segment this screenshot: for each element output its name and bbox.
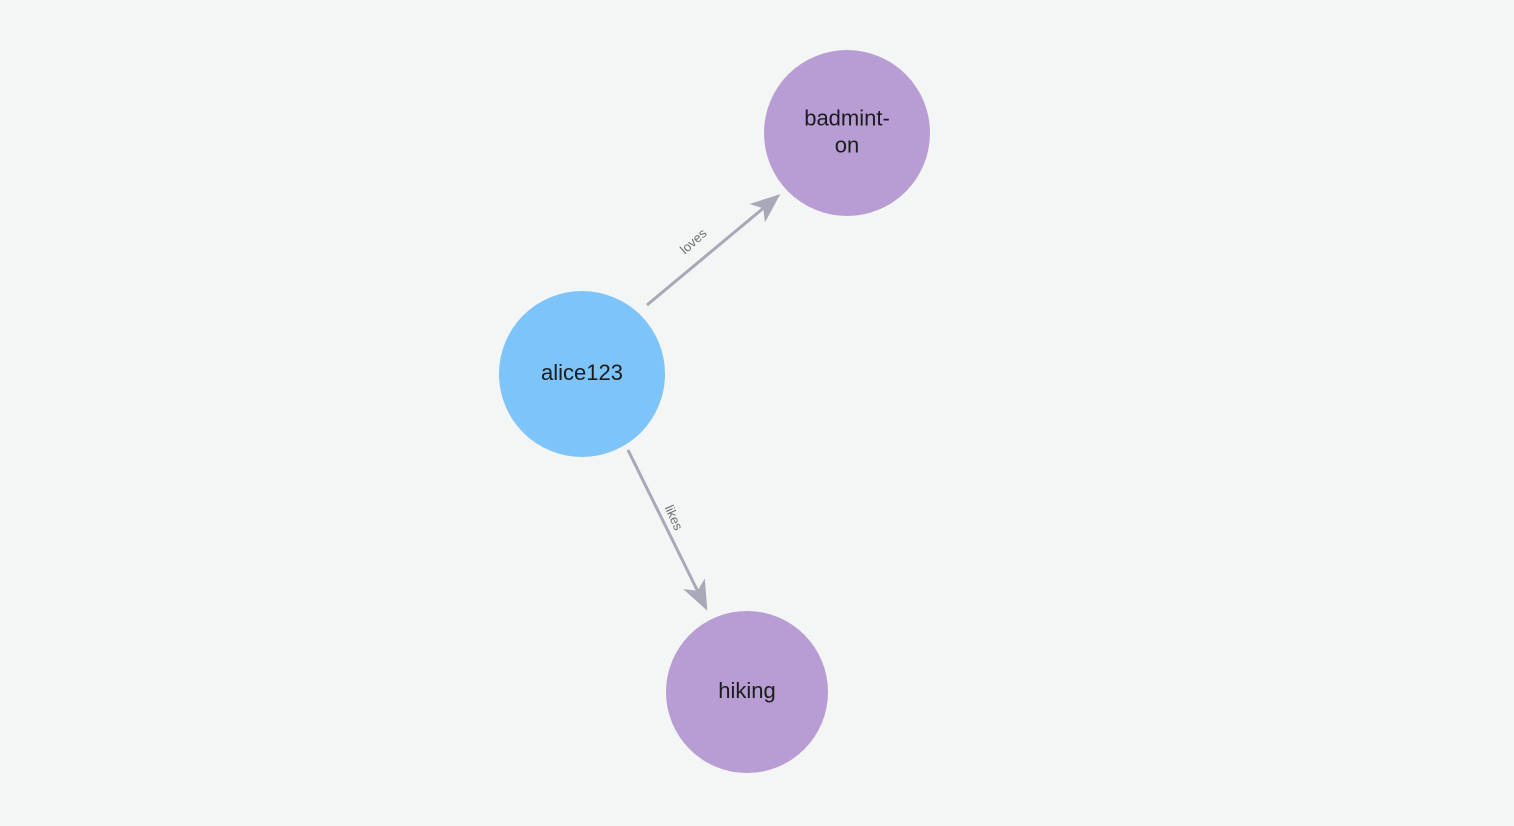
graph-edge[interactable]	[646, 194, 781, 307]
graph-node-alice123[interactable]: alice123	[499, 291, 665, 457]
graph-edge[interactable]	[626, 449, 708, 611]
node-circle[interactable]	[499, 291, 665, 457]
edges-layer	[626, 194, 781, 611]
edge-label: loves	[677, 225, 710, 257]
nodes-layer: alice123 badmint-on hiking	[499, 50, 930, 773]
graph-node-hiking[interactable]: hiking	[666, 611, 828, 773]
graph-node-badminton[interactable]: badmint-on	[764, 50, 930, 216]
node-circle[interactable]	[764, 50, 930, 216]
node-circle[interactable]	[666, 611, 828, 773]
